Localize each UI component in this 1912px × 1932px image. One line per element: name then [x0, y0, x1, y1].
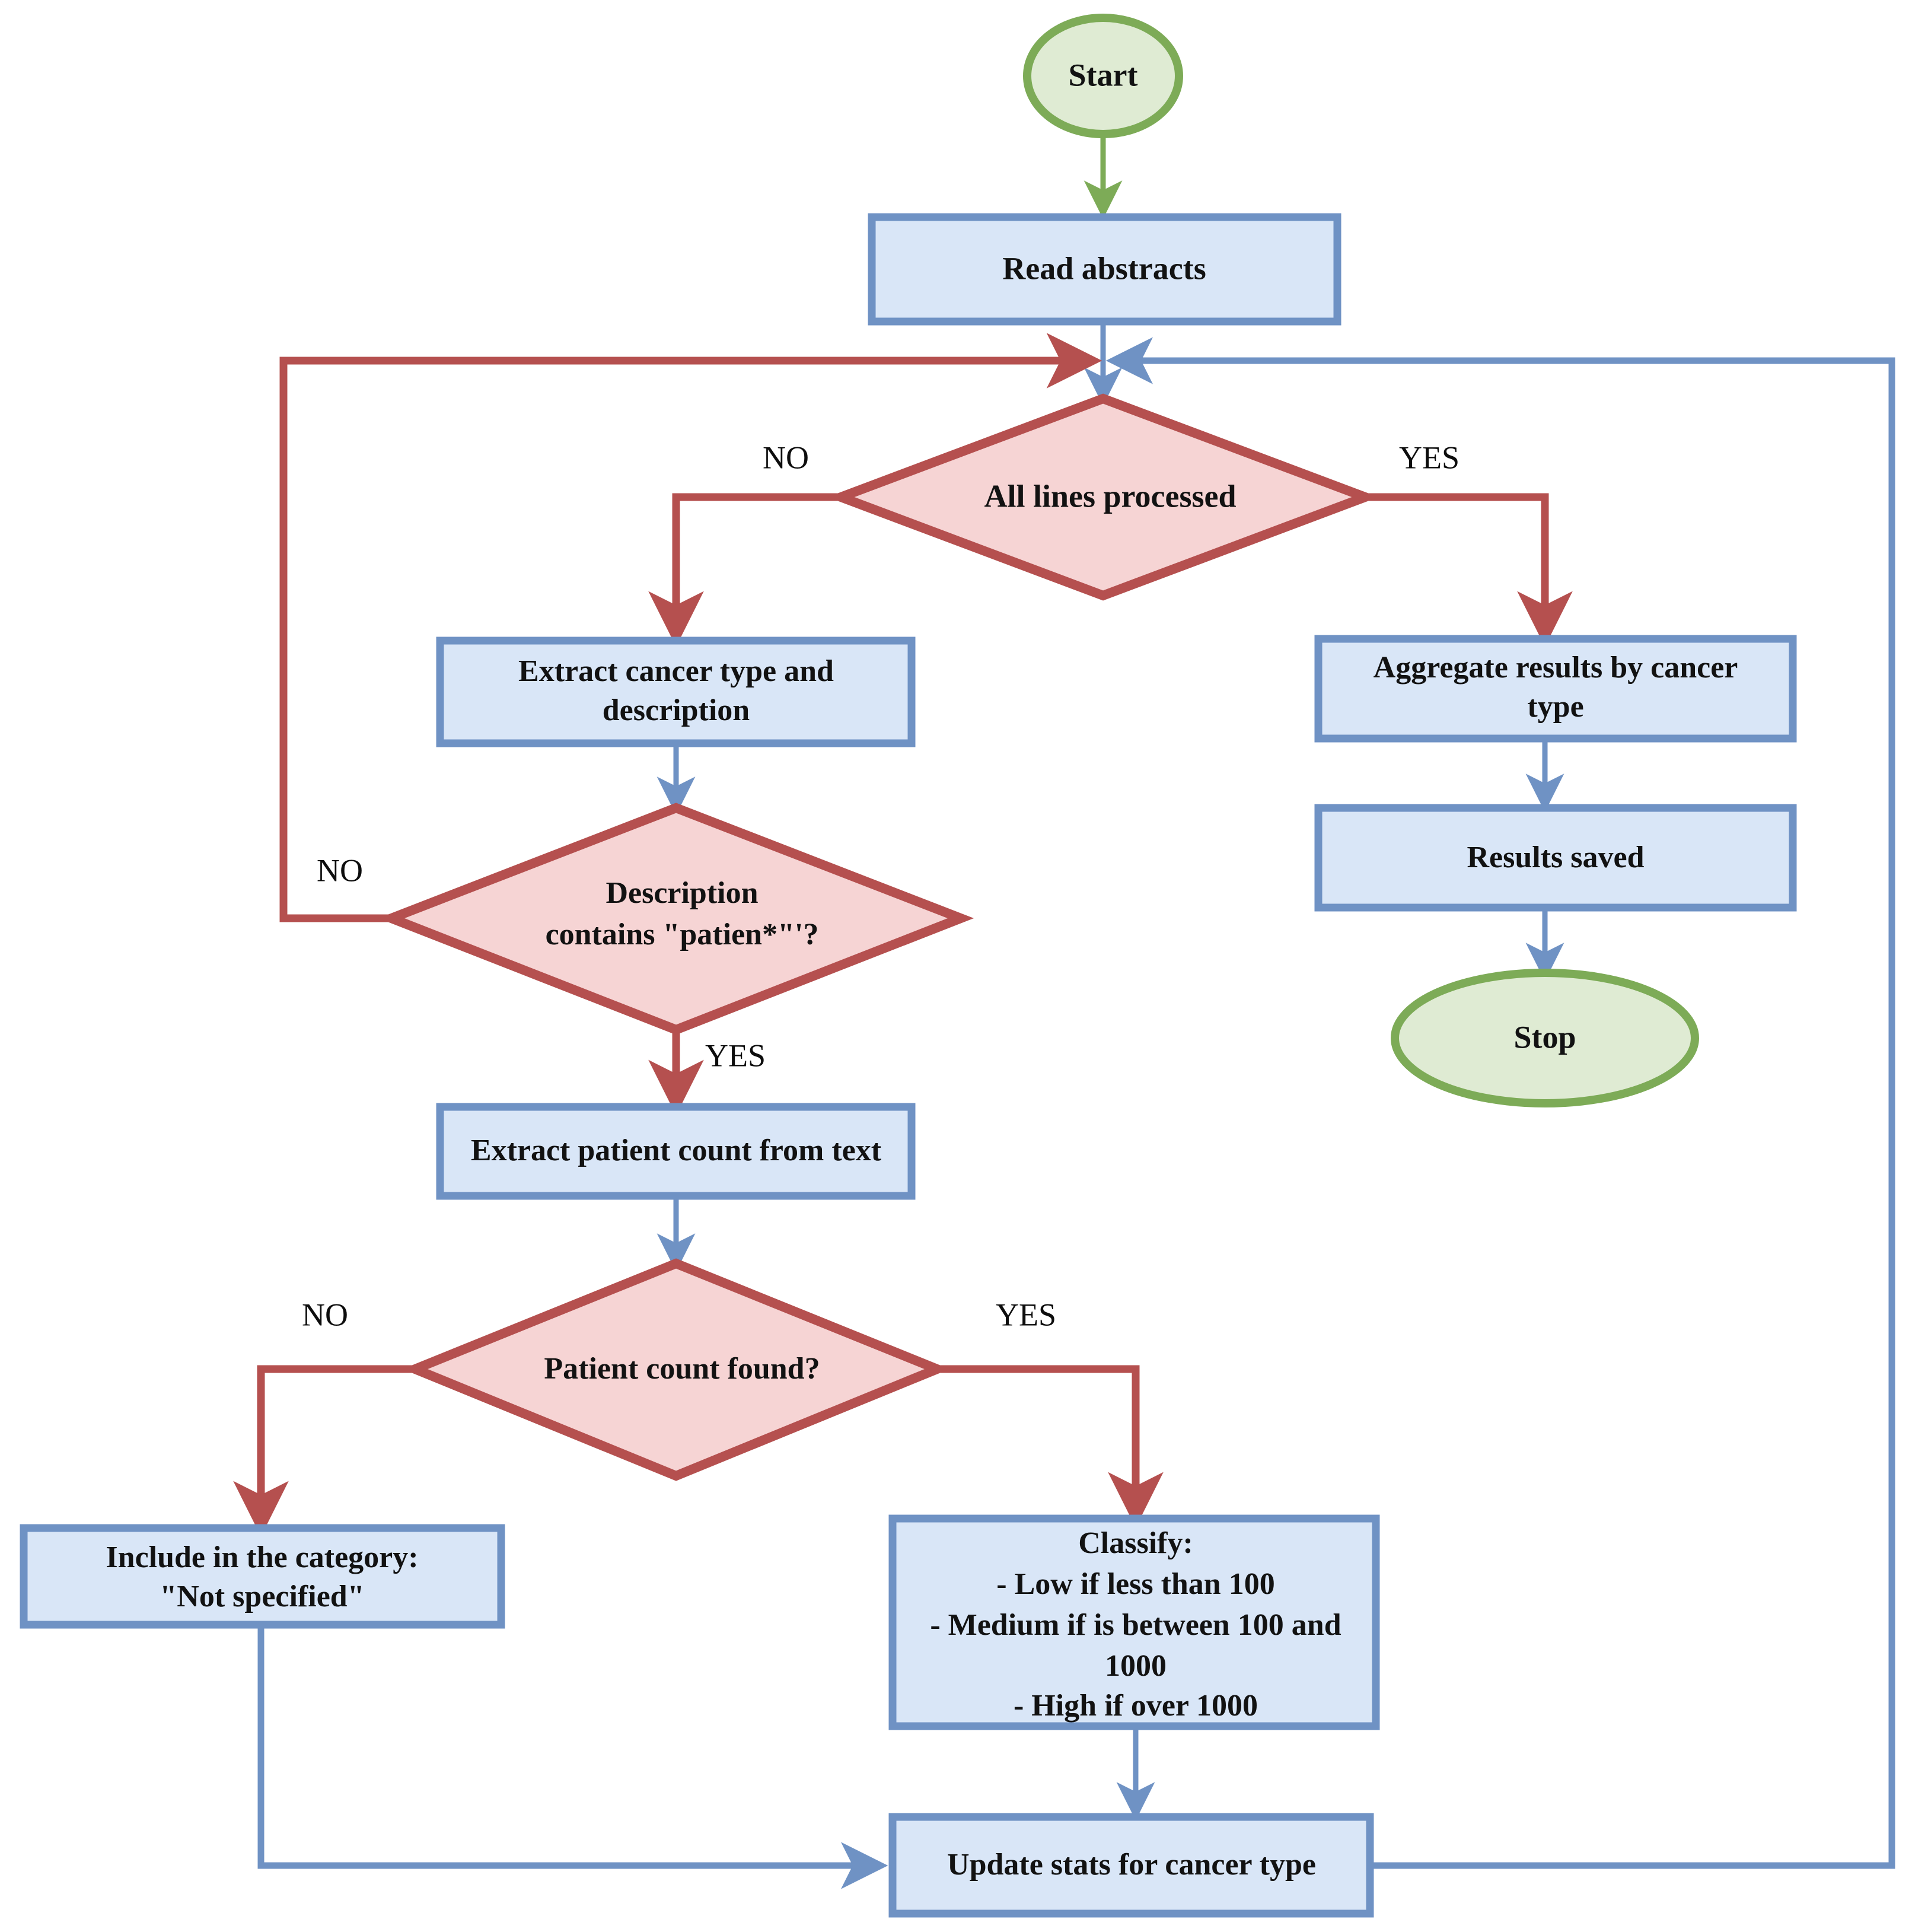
- node-start[interactable]: Start: [1023, 14, 1183, 138]
- node-results-saved[interactable]: Results saved: [1314, 804, 1797, 912]
- node-patient-count-found[interactable]: Patient count found?: [402, 1258, 950, 1481]
- node-read-abstracts[interactable]: Read abstracts: [868, 213, 1341, 326]
- node-aggregate-results-label-line2: type: [1527, 690, 1583, 724]
- node-extract-cancer-type[interactable]: Extract cancer type and description: [436, 636, 916, 747]
- node-include-not-specified[interactable]: Include in the category: "Not specified": [20, 1524, 505, 1629]
- node-read-abstracts-label: Read abstracts: [1002, 250, 1206, 286]
- node-description-contains[interactable]: Description contains "patien*"'?: [378, 803, 974, 1035]
- edge-label-description-no: NO: [317, 852, 363, 888]
- node-classify-label-line5: - High if over 1000: [1014, 1689, 1258, 1723]
- node-extract-cancer-type-label-line1: Extract cancer type and: [518, 654, 834, 688]
- node-stop-label: Stop: [1513, 1019, 1576, 1055]
- node-description-contains-label-line1: Description: [606, 876, 758, 910]
- edge-label-all-lines-yes: YES: [1399, 440, 1460, 475]
- node-update-stats[interactable]: Update stats for cancer type: [888, 1813, 1374, 1918]
- node-extract-patient-count[interactable]: Extract patient count from text: [436, 1103, 916, 1200]
- node-classify-label-line3: - Medium if is between 100 and: [930, 1608, 1341, 1642]
- edge-include-not-specified-to-update-stats: [257, 1625, 888, 1889]
- node-update-stats-label: Update stats for cancer type: [947, 1848, 1316, 1882]
- node-aggregate-results[interactable]: Aggregate results by cancer type: [1314, 635, 1797, 743]
- node-extract-cancer-type-label-line2: description: [603, 693, 750, 727]
- node-extract-patient-count-label: Extract patient count from text: [471, 1134, 882, 1167]
- edge-all-lines-yes-to-aggregate: [1365, 493, 1573, 647]
- edge-update-stats-loop-to-all-lines: [1105, 337, 1895, 1869]
- edge-count-yes-to-classify: [937, 1365, 1164, 1528]
- edge-count-no-to-include-not-specified: [233, 1365, 415, 1537]
- node-classify[interactable]: Classify: - Low if less than 100 - Mediu…: [888, 1514, 1380, 1730]
- edge-label-description-yes: YES: [705, 1037, 766, 1073]
- edge-label-count-yes: YES: [996, 1297, 1056, 1332]
- edge-label-count-no: NO: [302, 1297, 348, 1332]
- edge-description-no-loop-to-all-lines: [279, 333, 1102, 922]
- node-description-contains-label-line2: contains "patien*"'?: [546, 918, 819, 951]
- node-results-saved-label: Results saved: [1467, 841, 1644, 874]
- node-include-not-specified-label-line1: Include in the category:: [106, 1540, 418, 1574]
- node-all-lines-processed-label: All lines processed: [984, 478, 1236, 514]
- node-all-lines-processed[interactable]: All lines processed: [827, 393, 1379, 601]
- node-stop[interactable]: Stop: [1391, 969, 1699, 1107]
- node-patient-count-found-label: Patient count found?: [544, 1352, 820, 1386]
- edge-label-all-lines-no: NO: [763, 440, 809, 475]
- node-classify-label-line1: Classify:: [1078, 1526, 1193, 1560]
- node-classify-label-line4: 1000: [1105, 1649, 1167, 1683]
- edge-all-lines-no-to-extract-cancer-type: [648, 493, 841, 647]
- node-aggregate-results-label-line1: Aggregate results by cancer: [1374, 651, 1738, 685]
- node-classify-label-line2: - Low if less than 100: [996, 1567, 1274, 1601]
- node-include-not-specified-label-line2: "Not specified": [160, 1580, 364, 1613]
- node-start-label: Start: [1069, 57, 1138, 93]
